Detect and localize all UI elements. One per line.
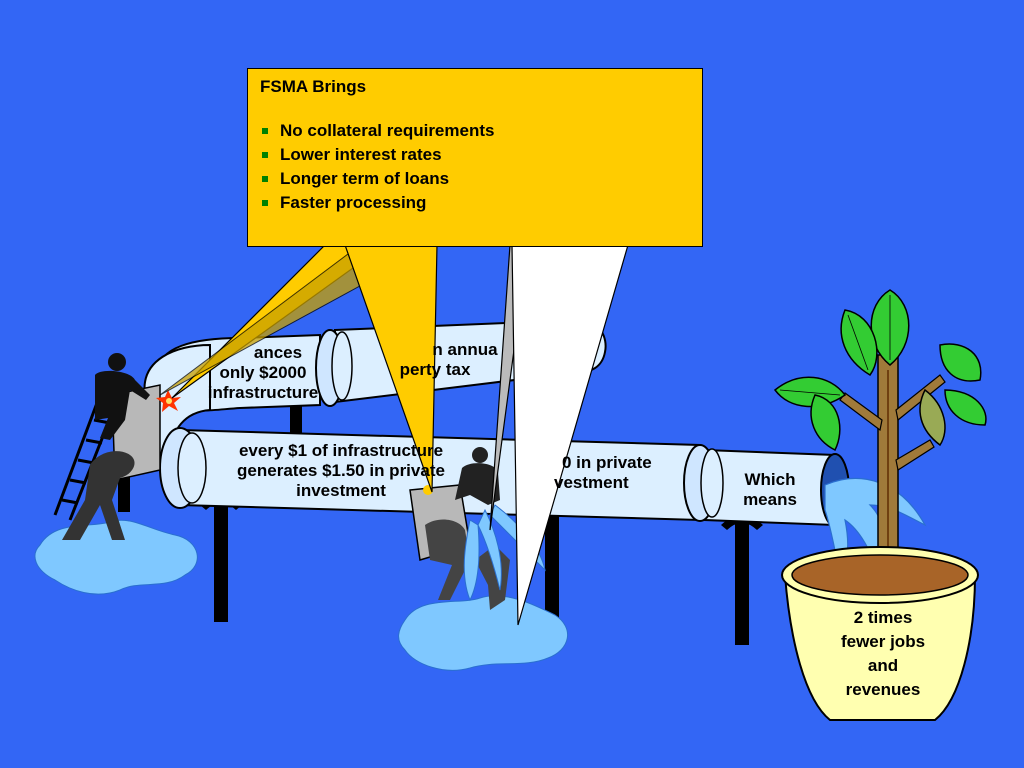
pipe-lower [159,427,850,527]
callout-item: Longer term of loans [260,167,690,191]
pot-label: 2 times fewer jobs and revenues [840,608,926,699]
pipe-label-middle: every $1 of infrastructure generates $1.… [237,441,445,500]
bullet-icon [262,128,268,134]
callout-pointers [159,244,629,626]
worker-on-ladder [95,353,150,440]
leaf-veins [779,295,891,396]
worker-wading-left [62,451,135,540]
pipe-label-top-right: n annua perty tax [399,340,498,379]
bullet-icon [262,200,268,206]
flower-pot [781,546,979,721]
fsma-callout-box: FSMA Brings No collateral requirements L… [247,68,703,247]
callout-item: Faster processing [260,191,690,215]
callout-item: No collateral requirements [260,119,690,143]
worker-middle [455,447,500,505]
callout-title: FSMA Brings [260,77,367,96]
callout-item: Lower interest rates [260,143,690,167]
callout-benefit-list: No collateral requirements Lower interes… [260,119,690,215]
tree [839,354,946,566]
pipe-label-right-mid: 0 in private vestment [554,453,652,492]
water-splash-middle [398,595,569,671]
bullet-icon [262,176,268,182]
pipe-label-top-left: ances only $2000 infrastructure [207,343,319,402]
spark-icon [156,390,181,412]
bullet-icon [262,152,268,158]
pipe-label-which-means: Which means [743,470,797,509]
